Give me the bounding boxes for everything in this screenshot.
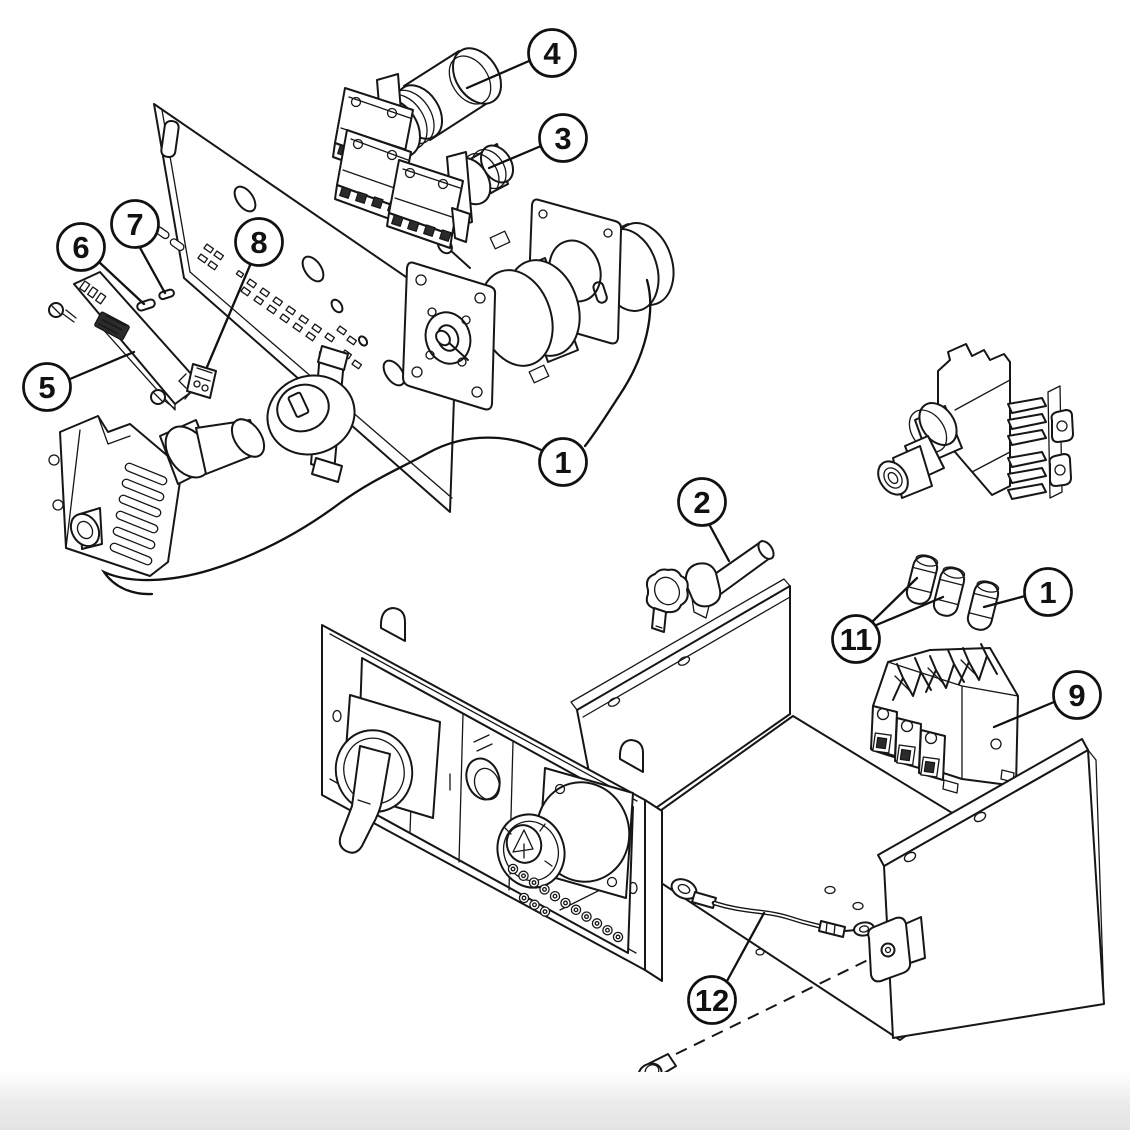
- mounting-plate: [153, 103, 458, 513]
- page-edge-shadow: [0, 1072, 1130, 1130]
- svg-text:4: 4: [543, 36, 561, 71]
- svg-text:2: 2: [693, 485, 710, 520]
- mounting-tab: [867, 916, 926, 983]
- callout-balloon-9: 9: [1052, 670, 1102, 720]
- svg-text:1: 1: [554, 445, 571, 480]
- callout-leaders: [68, 59, 1056, 983]
- vent-slots: [109, 462, 168, 566]
- svg-text:5: 5: [38, 370, 55, 405]
- svg-text:11: 11: [840, 622, 873, 657]
- callout-balloon-1-panel: 1: [538, 437, 588, 487]
- rotary-cam-switch: [402, 198, 675, 411]
- potentiometer-right: [877, 343, 1074, 500]
- fuse-pole: [870, 705, 946, 781]
- callout-balloon-11: 11: [831, 614, 881, 664]
- pcb-screw: [48, 302, 175, 409]
- jumper-7: [158, 288, 175, 301]
- selector-switch-actuator-4: [332, 47, 503, 223]
- contact-block: [386, 159, 464, 249]
- callout-balloon-5: 5: [22, 362, 72, 412]
- svg-text:1: 1: [1039, 575, 1056, 610]
- sensor-module-8: [178, 363, 217, 400]
- callout-balloon-3: 3: [538, 113, 588, 163]
- fuse-holder: [870, 643, 1019, 794]
- callout-balloon-6: 6: [56, 222, 106, 272]
- terminal-lugs: [1007, 397, 1047, 500]
- svg-text:6: 6: [72, 230, 89, 265]
- callout-balloon-2: 2: [677, 477, 727, 527]
- svg-text:8: 8: [250, 225, 267, 260]
- svg-text:9: 9: [1068, 678, 1085, 713]
- shaft-assembly-2: [645, 540, 775, 633]
- callout-balloon-8: 8: [234, 217, 284, 267]
- potentiometer-left: [48, 415, 266, 577]
- led-window-holes: [197, 243, 363, 370]
- mounting-ear: [1048, 409, 1074, 487]
- selector-switch-actuator-3: [386, 143, 515, 249]
- pcb-board: [48, 271, 202, 411]
- rotary-switch-knob: [334, 694, 441, 854]
- front-panel: [321, 607, 663, 982]
- fuse: [905, 554, 1000, 631]
- enclosure-box: [570, 578, 1105, 1041]
- callout-1-bracket-curve: [583, 278, 652, 448]
- callout-balloon-12: 12: [687, 975, 737, 1025]
- callout-balloon-4: 4: [527, 28, 577, 78]
- callout-balloon-7: 7: [110, 199, 160, 249]
- callout-balloon-1-fuse: 1: [1023, 567, 1073, 617]
- thumb-knob: [645, 568, 689, 633]
- svg-text:12: 12: [695, 983, 729, 1018]
- cam-hub: [266, 345, 356, 483]
- svg-text:3: 3: [554, 121, 571, 156]
- fuse-clips: [892, 643, 998, 701]
- svg-text:7: 7: [126, 207, 143, 242]
- callout-1-bracket-curve: [100, 436, 543, 596]
- pushbutton: [449, 734, 501, 801]
